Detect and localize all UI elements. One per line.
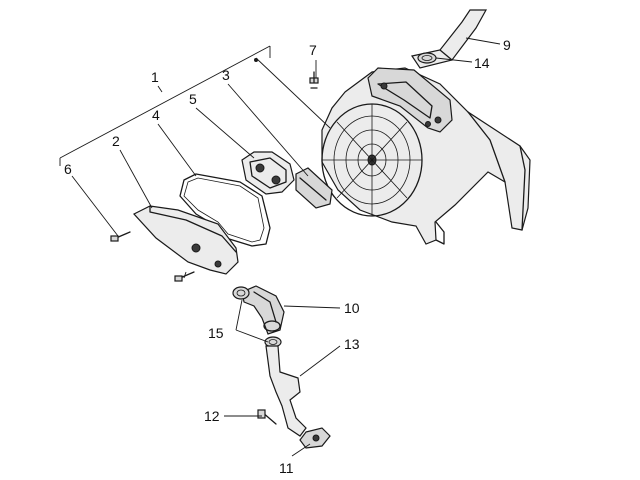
callout-3: 3 [222,67,230,83]
callout-9: 9 [503,37,511,53]
inner-plate [241,151,295,195]
filter-element [295,167,333,209]
callout-11: 11 [279,460,294,476]
callout-4: 4 [152,107,160,123]
callout-2: 2 [112,133,120,149]
bolt-12 [257,409,277,425]
callout-labels: 1 2 3 4 5 6 7 9 10 11 12 13 14 15 [64,37,511,476]
callout-5: 5 [189,91,197,107]
elbow-connector [241,285,285,335]
screw-7 [309,71,319,89]
breather-tube [265,345,307,437]
leader-lines [59,37,501,457]
callout-12: 12 [204,408,220,424]
callout-10: 10 [344,300,360,316]
callout-6: 6 [64,161,72,177]
hose-clamp [417,52,437,64]
cover-gasket [179,173,271,247]
screw-6-lower [174,271,195,282]
fan-housing [321,67,531,245]
callout-13: 13 [344,336,360,352]
screw-6-upper [110,231,131,242]
callout-14: 14 [474,55,490,71]
outer-cover [133,205,239,275]
clamp-15-upper [232,286,250,300]
callout-1: 1 [151,69,159,85]
tube-flange [299,427,331,449]
callout-7: 7 [309,42,317,58]
callout-15: 15 [208,325,224,341]
